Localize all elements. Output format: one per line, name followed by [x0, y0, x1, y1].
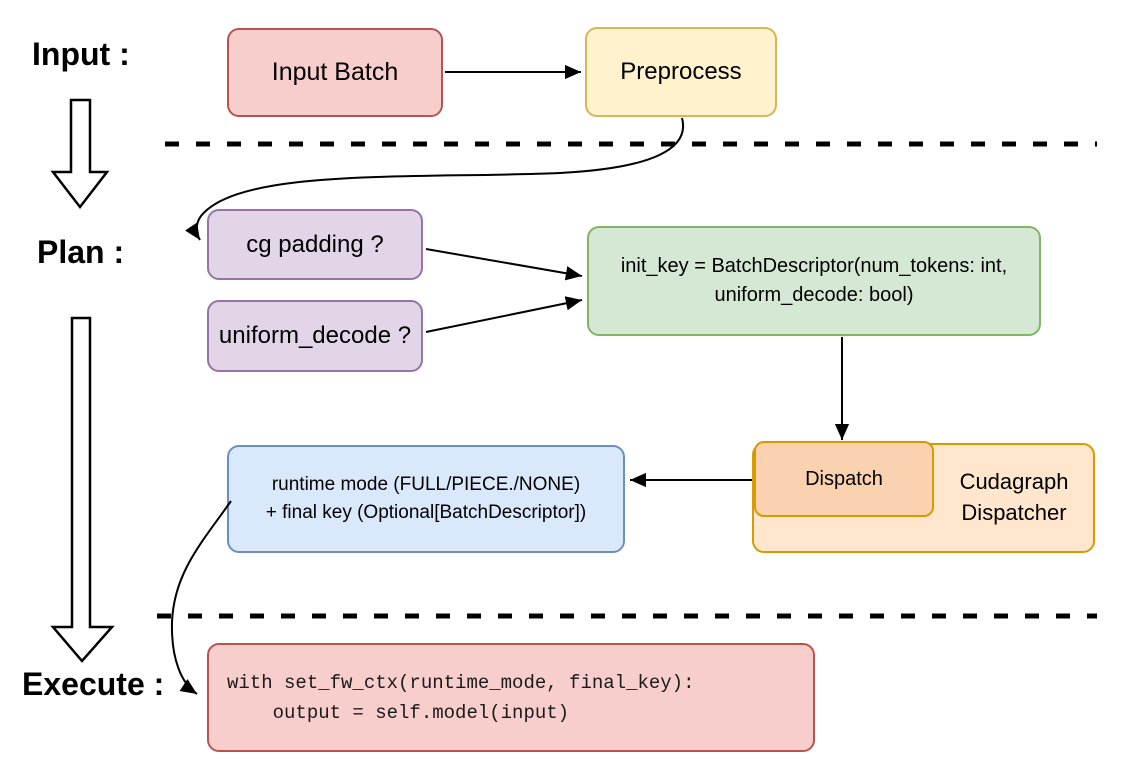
node-cg-padding: cg padding ? [207, 209, 423, 280]
arrow-uniform-decode-to-init-key [425, 296, 583, 333]
cudagraph-label-line1: Cudagraph [959, 469, 1069, 495]
node-runtime-mode-line1: runtime mode (FULL/PIECE./NONE) [271, 473, 581, 495]
node-uniform-decode-label: uniform_decode ? [218, 322, 412, 349]
stage-arrow-input-to-plan-icon [50, 98, 110, 210]
node-init-key: init_key = BatchDescriptor(num_tokens: i… [587, 226, 1041, 336]
execute-code-line1: with set_fw_ctx(runtime_mode, final_key)… [227, 671, 695, 694]
node-cg-padding-label: cg padding ? [246, 230, 384, 258]
node-init-key-line1: init_key = BatchDescriptor(num_tokens: i… [620, 255, 1008, 277]
node-cudagraph-dispatcher-label: Cudagraph Dispatcher [933, 443, 1095, 553]
node-dispatch-label: Dispatch [805, 467, 883, 490]
node-runtime-mode: runtime mode (FULL/PIECE./NONE) + final … [227, 445, 625, 553]
node-runtime-mode-line2: + final key (Optional[BatchDescriptor]) [265, 502, 587, 523]
node-preprocess-label: Preprocess [620, 58, 742, 85]
execute-code-line2: output = self.model(input) [227, 701, 570, 724]
arrow-cg-padding-to-init-key [425, 248, 583, 281]
stage-label-execute: Execute : [22, 666, 165, 702]
node-preprocess: Preprocess [585, 27, 777, 117]
node-input-batch-label: Input Batch [271, 58, 399, 86]
node-dispatch: Dispatch [754, 441, 934, 517]
node-uniform-decode: uniform_decode ? [207, 300, 423, 372]
stage-arrow-plan-to-execute-icon [50, 316, 115, 663]
stage-label-plan: Plan : [37, 234, 125, 270]
node-execute-code: with set_fw_ctx(runtime_mode, final_key)… [207, 643, 815, 752]
cudagraph-label-line2: Dispatcher [961, 500, 1067, 525]
node-input-batch: Input Batch [227, 28, 443, 117]
stage-label-input: Input : [32, 36, 130, 72]
node-init-key-line2: uniform_decode: bool) [714, 284, 914, 306]
